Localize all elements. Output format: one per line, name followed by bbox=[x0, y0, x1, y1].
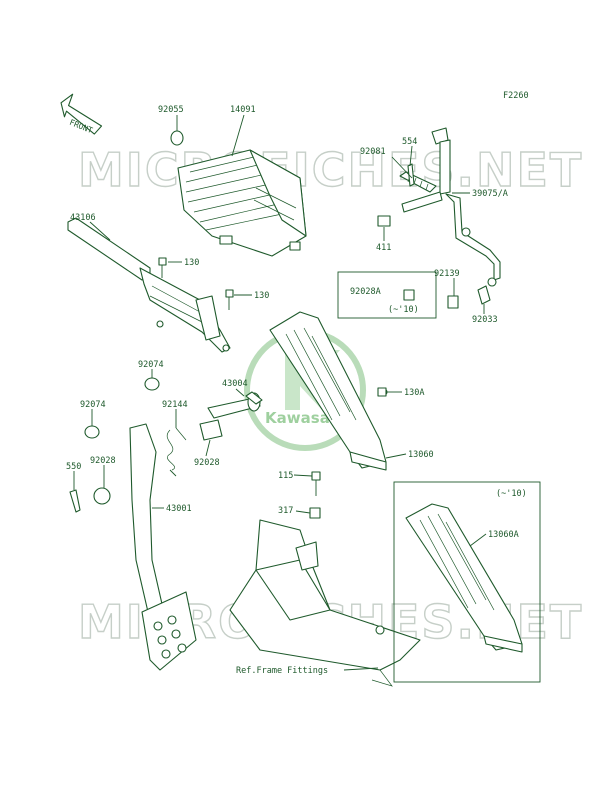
label-92028a: 92028A bbox=[350, 287, 381, 297]
label-92028-a: 92028 bbox=[90, 456, 116, 466]
collar-92074-b bbox=[84, 425, 100, 439]
front-arrow-icon: FRONT bbox=[60, 93, 103, 135]
brake-pedal-43001 bbox=[129, 423, 197, 671]
bushing-92028-b bbox=[93, 487, 111, 505]
label-13060a: 13060A bbox=[488, 530, 519, 540]
bushing-92028-a bbox=[199, 419, 223, 441]
label-92074-b: 92074 bbox=[80, 400, 106, 410]
label-130-a: 130 bbox=[184, 258, 199, 268]
label-92033: 92033 bbox=[472, 315, 498, 325]
label-ref-frame-fittings: Ref.Frame Fittings bbox=[236, 666, 328, 676]
collar-92028a bbox=[403, 289, 415, 301]
o-ring-92055 bbox=[170, 130, 184, 146]
bolt-130a bbox=[377, 387, 387, 397]
bolt-130-a bbox=[158, 257, 167, 278]
footboard-13060a bbox=[405, 503, 523, 653]
part-labels: 92055 14091 92081 554 39075/A 43106 411 … bbox=[66, 105, 527, 676]
label-92055: 92055 bbox=[158, 105, 184, 115]
cotter-554 bbox=[407, 163, 415, 187]
note-13060a: (~'10) bbox=[496, 489, 527, 499]
label-554: 554 bbox=[402, 137, 417, 147]
note-box-92028a bbox=[337, 271, 437, 319]
watermark-top: MICROFICHES.NET bbox=[78, 143, 583, 197]
label-115: 115 bbox=[278, 471, 293, 481]
label-43001: 43001 bbox=[166, 504, 192, 514]
label-92144: 92144 bbox=[162, 400, 188, 410]
label-14091: 14091 bbox=[230, 105, 256, 115]
label-92028-b: 92028 bbox=[194, 458, 220, 468]
leader-lines bbox=[73, 114, 487, 671]
collar-92139 bbox=[447, 295, 459, 309]
air-box-14091 bbox=[177, 149, 307, 257]
shaft-43004 bbox=[207, 391, 263, 419]
label-92081: 92081 bbox=[360, 147, 386, 157]
clip-92033 bbox=[477, 285, 491, 305]
hand-lever-43106 bbox=[67, 217, 231, 353]
note-92028a: (~'10) bbox=[388, 305, 419, 315]
nut-317 bbox=[309, 507, 321, 519]
label-92139: 92139 bbox=[434, 269, 460, 279]
label-43004: 43004 bbox=[222, 379, 248, 389]
cotter-550 bbox=[69, 489, 81, 513]
note-box-13060a bbox=[393, 481, 541, 683]
collar-92074-a bbox=[144, 377, 160, 391]
label-550: 550 bbox=[66, 462, 81, 472]
frame-fittings bbox=[229, 519, 421, 687]
figure-code: F2260 bbox=[503, 91, 529, 101]
label-92074-a: 92074 bbox=[138, 360, 164, 370]
footboard-13060 bbox=[269, 311, 388, 471]
label-317: 317 bbox=[278, 506, 293, 516]
nut-411 bbox=[377, 215, 391, 227]
shift-rod-39075a bbox=[401, 127, 501, 287]
label-43106: 43106 bbox=[70, 213, 96, 223]
bolt-130-b bbox=[225, 289, 234, 310]
label-130a: 130A bbox=[404, 388, 424, 398]
spring-92144 bbox=[166, 427, 187, 477]
label-39075a: 39075/A bbox=[472, 189, 508, 199]
label-130-b: 130 bbox=[254, 291, 269, 301]
label-13060: 13060 bbox=[408, 450, 434, 460]
label-411: 411 bbox=[376, 243, 391, 253]
bolt-115 bbox=[311, 471, 321, 496]
